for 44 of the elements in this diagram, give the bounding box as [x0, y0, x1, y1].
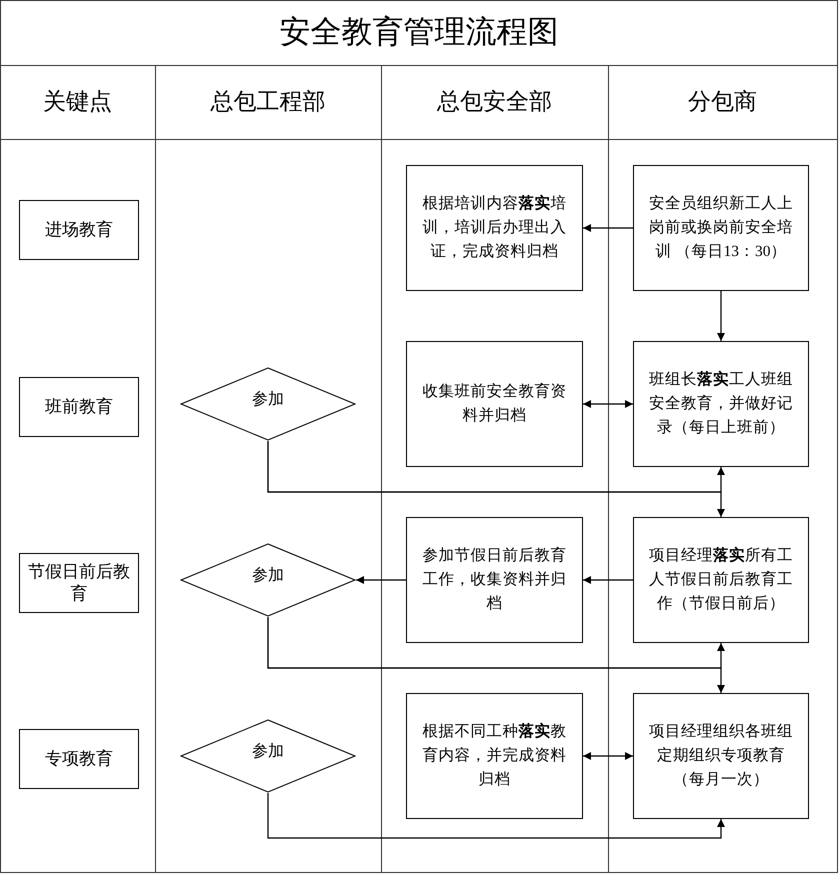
box-text: 收集班前安全教育资料并归档: [422, 382, 568, 426]
arrow: [267, 793, 725, 839]
box-text: 项目经理组织各班组定期组织专项教育（每月一次）: [648, 722, 794, 790]
arrow: [267, 441, 725, 517]
decision-diamond: [180, 719, 356, 793]
key-point-box: [19, 729, 139, 789]
diamond-label: 参加: [252, 566, 284, 586]
arrow: [717, 291, 725, 341]
arrow: [267, 617, 725, 693]
process-box: [406, 517, 583, 643]
key-point-box: [19, 553, 139, 613]
decision-diamond: [180, 543, 356, 617]
arrow: [583, 400, 633, 408]
box-text: 节假日前后教育: [27, 561, 131, 605]
arrow: [356, 576, 406, 584]
title: 安全教育管理流程图: [280, 13, 558, 52]
box-text: 班组长落实工人班组安全教育，并做好记录（每日上班前）: [648, 370, 794, 438]
key-point-box: [19, 377, 139, 437]
box-text: 安全员组织新工人上岗前或换岗前安全培训 （每日13：30）: [648, 194, 794, 262]
diamond-label: 参加: [252, 742, 284, 762]
process-box: [406, 693, 583, 819]
box-text: 项目经理落实所有工人节假日前后教育工作（节假日前后）: [648, 546, 794, 614]
diamond-label: 参加: [252, 390, 284, 410]
arrow: [583, 224, 633, 232]
box-text: 进场教育: [45, 219, 113, 241]
arrow: [583, 752, 633, 760]
box-text: 专项教育: [45, 748, 113, 770]
box-text: 根据不同工种落实教育内容，并完成资料归档: [422, 722, 568, 790]
column-header: 总包工程部: [210, 88, 326, 116]
process-box: [406, 341, 583, 467]
process-box: [633, 341, 809, 467]
key-point-box: [19, 200, 139, 260]
box-text: 根据培训内容落实培训，培训后办理出入证，完成资料归档: [422, 194, 568, 262]
process-box: [633, 165, 809, 291]
process-box: [633, 693, 809, 819]
column-header: 分包商: [688, 88, 757, 116]
decision-diamond: [180, 367, 356, 441]
process-box: [406, 165, 583, 291]
arrow: [583, 576, 633, 584]
column-header: 关键点: [43, 88, 112, 116]
box-text: 班前教育: [45, 396, 113, 418]
box-text: 参加节假日前后教育工作，收集资料并归档: [422, 546, 568, 614]
process-box: [633, 517, 809, 643]
column-header: 总包安全部: [437, 88, 552, 116]
